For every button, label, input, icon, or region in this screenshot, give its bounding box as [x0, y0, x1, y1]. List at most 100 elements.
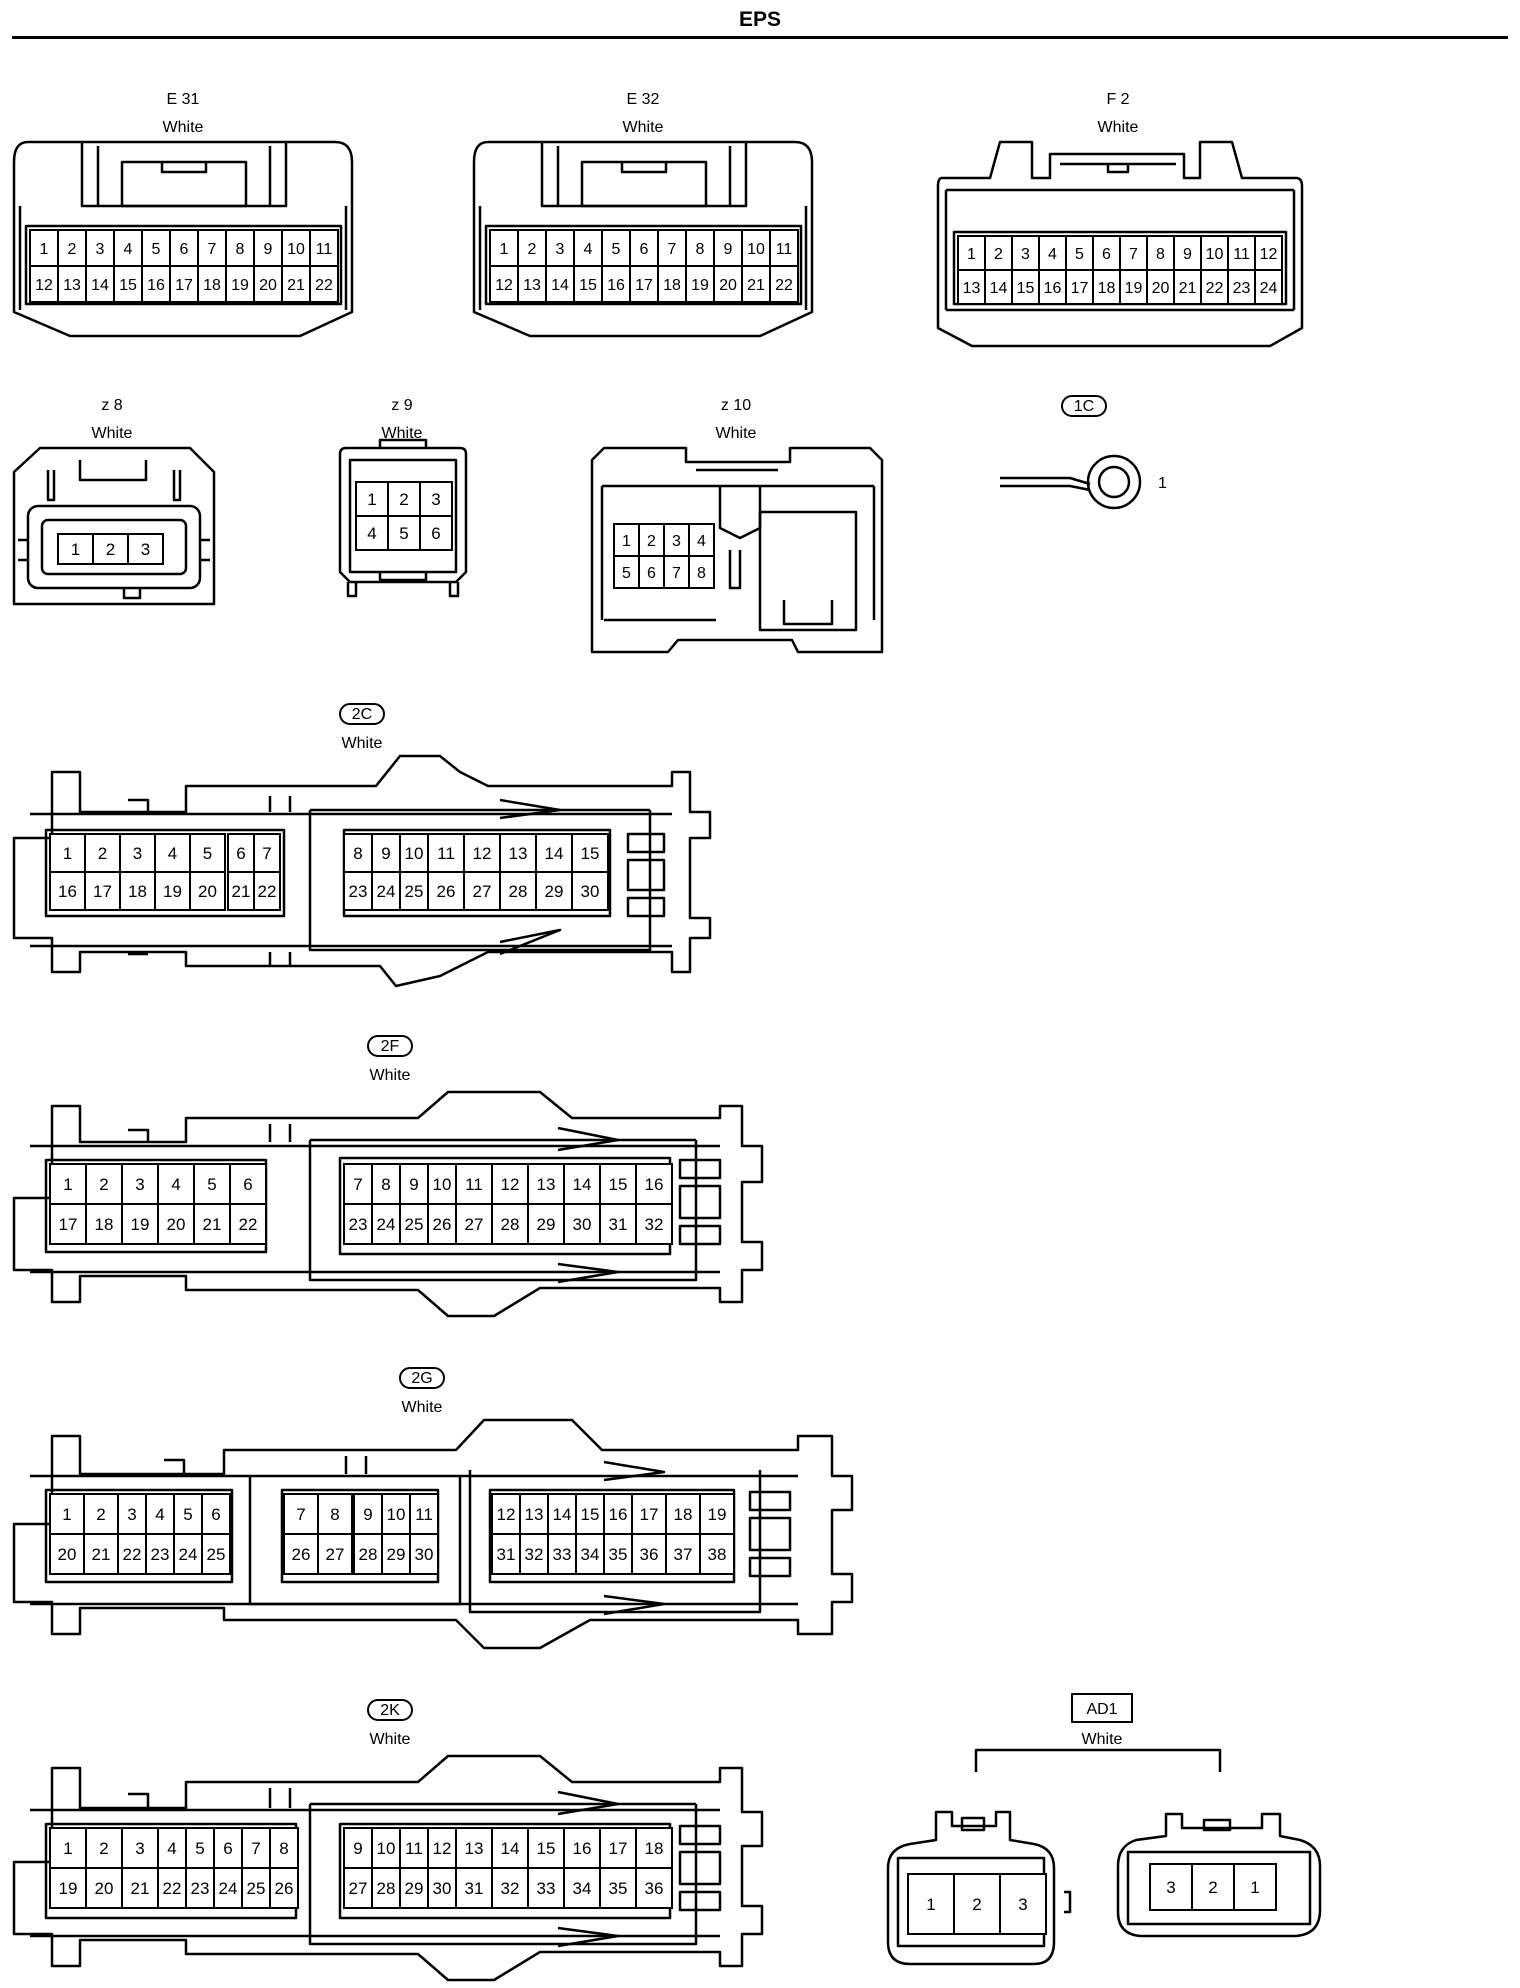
pin-number-E32-20: 20	[719, 277, 737, 294]
pin-cell-2C-27	[463, 871, 501, 911]
pin-number-2K-29: 29	[405, 1879, 424, 1898]
pin-number-E32-17: 17	[635, 277, 653, 294]
pin-cell-E32-7	[657, 229, 687, 267]
pin-cell-2K-19	[49, 1867, 87, 1909]
connector-2C-housing	[12, 754, 712, 988]
pin-number-2K-18: 18	[645, 1839, 664, 1858]
pin-number-2C-15: 15	[581, 844, 600, 863]
pin-cell-E32-20	[713, 265, 743, 303]
label-z8: z 8	[101, 397, 122, 414]
pin-cell-E31-13	[57, 265, 87, 303]
pin-number-2G-16: 16	[609, 1505, 628, 1524]
pin-number-E32-22: 22	[775, 277, 793, 294]
label-F2: F 2	[1106, 91, 1129, 108]
connector-E32-housing	[472, 140, 814, 338]
pin-cell-2F-22	[229, 1203, 267, 1245]
pin-cell-E31-11	[309, 229, 339, 267]
pin-number-F2-21: 21	[1179, 280, 1197, 297]
pin-cell-F2-18	[1092, 269, 1121, 305]
pin-number-z8-1: 1	[71, 540, 80, 559]
pin-number-F2-10: 10	[1206, 246, 1224, 263]
pin-cell-2F-13	[527, 1163, 565, 1205]
pin-number-2C-10: 10	[405, 844, 424, 863]
pin-number-2K-35: 35	[609, 1879, 628, 1898]
pin-cell-AD1_a-3	[999, 1873, 1047, 1935]
pin-number-2F-32: 32	[645, 1215, 664, 1234]
pin-number-2K-5: 5	[195, 1839, 204, 1858]
badge-2F: 2F	[367, 1035, 413, 1057]
pin-number-2G-8: 8	[330, 1505, 339, 1524]
pin-cell-E31-7	[197, 229, 227, 267]
pin-number-2G-30: 30	[415, 1545, 434, 1564]
pin-number-E31-6: 6	[180, 241, 189, 258]
pin-number-E31-8: 8	[236, 241, 245, 258]
pin-number-2C-4: 4	[168, 844, 177, 863]
pin-number-2G-21: 21	[92, 1545, 111, 1564]
color-z9: White	[382, 425, 423, 442]
pin-cell-2K-12	[427, 1827, 457, 1869]
pin-number-2F-27: 27	[465, 1215, 484, 1234]
pin-number-AD1_a-1: 1	[926, 1895, 935, 1914]
label-E32: E 32	[627, 91, 660, 108]
pin-number-2K-8: 8	[279, 1839, 288, 1858]
pin-cell-2F-32	[635, 1203, 673, 1245]
pin-number-AD1_b-2: 2	[1208, 1878, 1217, 1897]
pin-number-2G-29: 29	[387, 1545, 406, 1564]
pin-number-2F-20: 20	[167, 1215, 186, 1234]
pin-cell-F2-16	[1038, 269, 1067, 305]
pin-number-2G-9: 9	[363, 1505, 372, 1524]
pin-number-F2-13: 13	[963, 280, 981, 297]
pin-cell-2K-23	[185, 1867, 215, 1909]
pin-cell-z8-3	[127, 533, 164, 565]
pin-number-2C-24: 24	[377, 882, 396, 901]
pin-cell-2G-8	[317, 1493, 353, 1535]
pin-number-2K-6: 6	[223, 1839, 232, 1858]
connector-labels: E 31 White E 32 White F 2 White z 8 Whit…	[92, 91, 1139, 1748]
pin-number-2F-10: 10	[433, 1175, 452, 1194]
pin-number-2G-20: 20	[58, 1545, 77, 1564]
pin-number-F2-14: 14	[990, 280, 1008, 297]
pin-number-E31-13: 13	[63, 277, 81, 294]
pin-number-2C-22: 22	[258, 882, 277, 901]
pin-number-2G-14: 14	[553, 1505, 572, 1524]
pin-number-F2-9: 9	[1183, 246, 1192, 263]
pin-number-2F-24: 24	[377, 1215, 396, 1234]
pin-number-2C-9: 9	[381, 844, 390, 863]
pin-number-2F-8: 8	[381, 1175, 390, 1194]
pin-number-2G-12: 12	[497, 1505, 516, 1524]
pin-cell-2K-20	[85, 1867, 123, 1909]
pin-number-2K-19: 19	[59, 1879, 78, 1898]
pin-number-2C-2: 2	[98, 844, 107, 863]
color-E32: White	[623, 119, 664, 136]
pin-number-E31-11: 11	[316, 241, 333, 258]
connector-AD1-housing	[886, 1748, 1322, 1966]
pin-cell-2C-28	[499, 871, 537, 911]
pin-number-E31-20: 20	[259, 277, 277, 294]
pin-number-F2-23: 23	[1233, 280, 1251, 297]
pin-number-2K-10: 10	[377, 1839, 396, 1858]
pin-number-F2-19: 19	[1125, 280, 1143, 297]
pin-number-2K-34: 34	[573, 1879, 592, 1898]
pin-number-E32-16: 16	[607, 277, 625, 294]
pin-cell-AD1_a-2	[953, 1873, 1001, 1935]
pin-number-2C-12: 12	[473, 844, 492, 863]
pin-cell-2K-15	[527, 1827, 565, 1869]
pin-number-z10-8: 8	[697, 565, 706, 582]
pin-cell-2F-18	[85, 1203, 123, 1245]
label-E31: E 31	[167, 91, 200, 108]
pin-cell-F2-23	[1227, 269, 1256, 305]
pin-cell-2G-22	[117, 1533, 147, 1575]
pin-cell-AD1_b-2	[1191, 1863, 1235, 1911]
pin-number-2G-27: 27	[326, 1545, 345, 1564]
pin-cell-2C-2	[84, 833, 121, 873]
pin-number-2C-3: 3	[133, 844, 142, 863]
pin-cell-2K-11	[399, 1827, 429, 1869]
pin-number-2C-11: 11	[437, 844, 455, 863]
pin-number-2C-18: 18	[128, 882, 147, 901]
pin-cell-z10-5	[613, 555, 640, 589]
pin-number-z8-2: 2	[106, 540, 115, 559]
pin-number-F2-4: 4	[1048, 246, 1057, 263]
pin-number-F2-18: 18	[1098, 280, 1116, 297]
pin-number-AD1_a-2: 2	[972, 1895, 981, 1914]
pin-number-2G-17: 17	[640, 1505, 659, 1524]
